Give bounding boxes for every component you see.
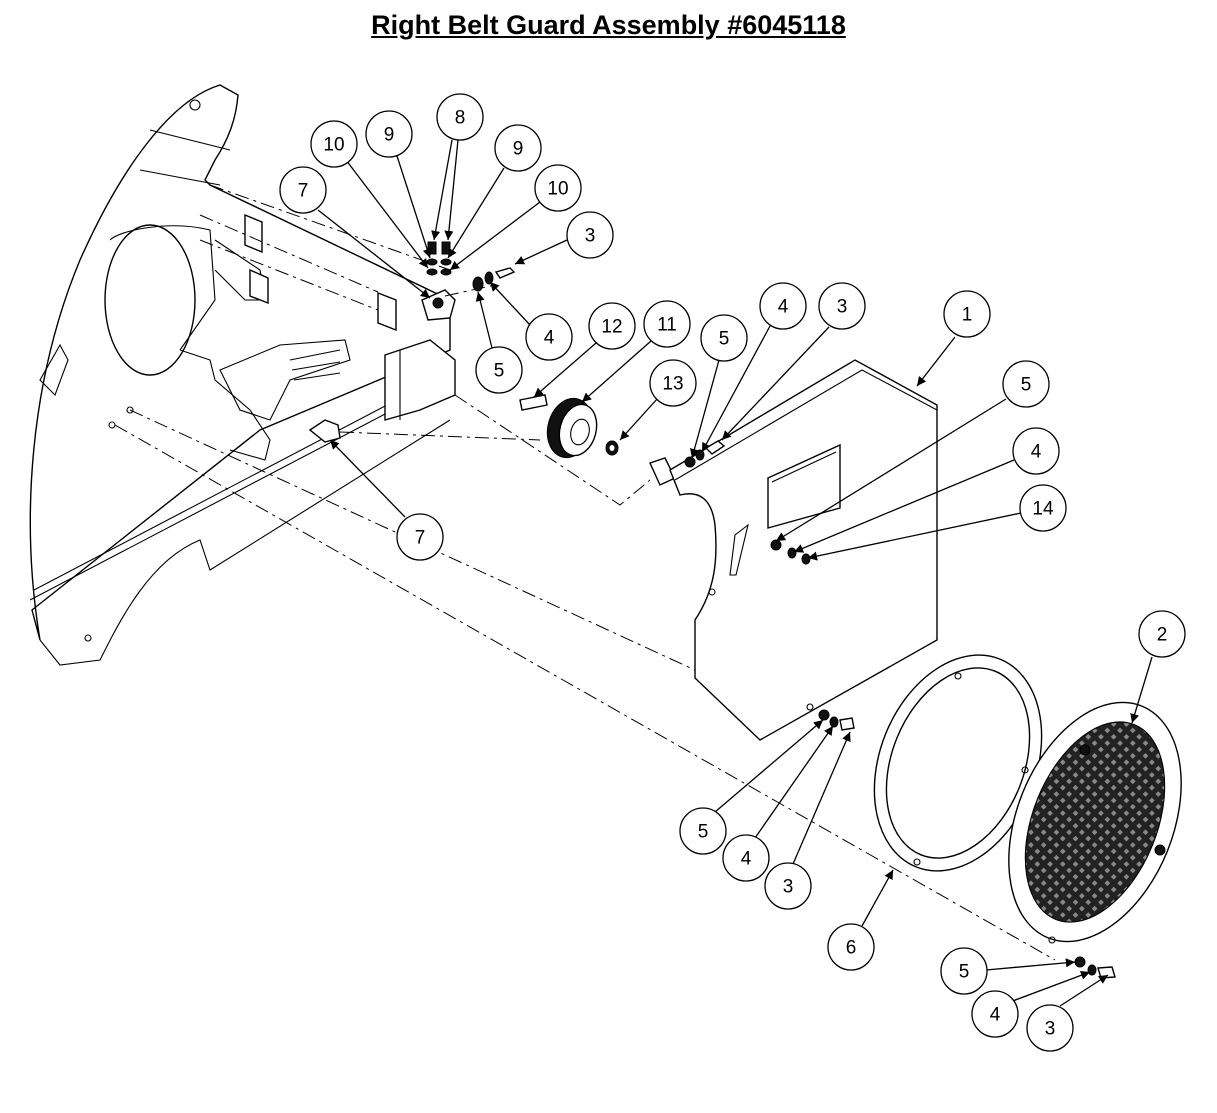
gasket-ring — [873, 654, 1043, 872]
callout-circle-14 — [1019, 484, 1067, 532]
callout-label-3-b: 3 — [837, 297, 848, 318]
callout-circle-5-d — [679, 807, 727, 855]
callout-label-10-a: 10 — [323, 135, 344, 156]
hardware-upper — [426, 241, 516, 292]
callout-label-5-b: 5 — [719, 329, 730, 350]
callout-circle-4-c — [1012, 427, 1060, 475]
callout-label-11: 11 — [657, 315, 677, 336]
callout-circle-3-d — [1026, 1004, 1074, 1052]
callout-circle-8 — [436, 93, 484, 141]
callout-circle-13 — [649, 359, 697, 407]
callout-label-8: 8 — [455, 108, 466, 129]
assembly-lines — [114, 184, 1056, 961]
callout-label-14: 14 — [1032, 499, 1054, 520]
callout-circle-2 — [1138, 610, 1186, 658]
callout-label-9-b: 9 — [513, 139, 524, 160]
callout-circle-4-b — [759, 282, 807, 330]
callout-circle-3-b — [818, 282, 866, 330]
callout-circle-3-a — [566, 211, 614, 259]
callout-circle-11 — [643, 300, 691, 348]
callout-label-2: 2 — [1157, 625, 1168, 646]
callout-circle-10-a — [310, 120, 358, 168]
callout-circle-4-a — [525, 313, 573, 361]
callout-circle-1 — [943, 290, 991, 338]
callouts: 1 2 3 3 3 3 4 4 4 4 — [279, 93, 1186, 1052]
machine-frame — [29, 84, 456, 666]
callout-label-7-a: 7 — [298, 181, 309, 202]
callout-label-5-a: 5 — [494, 361, 505, 382]
callout-circle-4-e — [971, 990, 1019, 1038]
callout-circle-9-a — [365, 110, 413, 158]
callout-label-4-b: 4 — [778, 297, 789, 318]
callout-circle-5-a — [475, 346, 523, 394]
callout-label-5-c: 5 — [1021, 375, 1032, 396]
callout-label-4-e: 4 — [990, 1005, 1001, 1026]
callout-circle-10-b — [534, 164, 582, 212]
callout-label-4-d: 4 — [741, 849, 752, 870]
callout-label-4-c: 4 — [1031, 442, 1042, 463]
callout-label-3-d: 3 — [1045, 1019, 1056, 1040]
callout-circle-7-a — [279, 166, 327, 214]
page-title: Right Belt Guard Assembly #6045118 — [371, 10, 846, 40]
callout-circle-3-c — [764, 862, 812, 910]
idler-pulley — [519, 394, 619, 459]
belt-guard-panel — [649, 359, 938, 741]
callout-label-13: 13 — [662, 374, 683, 395]
callout-label-10-b: 10 — [547, 179, 568, 200]
callout-circle-9-b — [494, 124, 542, 172]
callout-circle-4-d — [722, 834, 770, 882]
callout-circle-5-b — [700, 314, 748, 362]
callout-circle-7-b — [396, 513, 444, 561]
callout-circle-5-c — [1002, 360, 1050, 408]
callout-label-4-a: 4 — [544, 328, 555, 349]
callout-label-12: 12 — [601, 317, 622, 338]
callout-label-1: 1 — [962, 305, 973, 326]
callout-label-7-b: 7 — [415, 528, 426, 549]
callout-circle-6 — [827, 923, 875, 971]
callout-label-9-a: 9 — [384, 125, 395, 146]
callout-label-3-c: 3 — [783, 877, 794, 898]
callout-label-5-d: 5 — [698, 822, 709, 843]
callout-circle-12 — [588, 302, 636, 350]
callout-label-5-e: 5 — [959, 962, 970, 983]
callout-label-6: 6 — [846, 938, 857, 959]
callout-circle-5-e — [940, 947, 988, 995]
callout-label-3-a: 3 — [585, 226, 596, 247]
